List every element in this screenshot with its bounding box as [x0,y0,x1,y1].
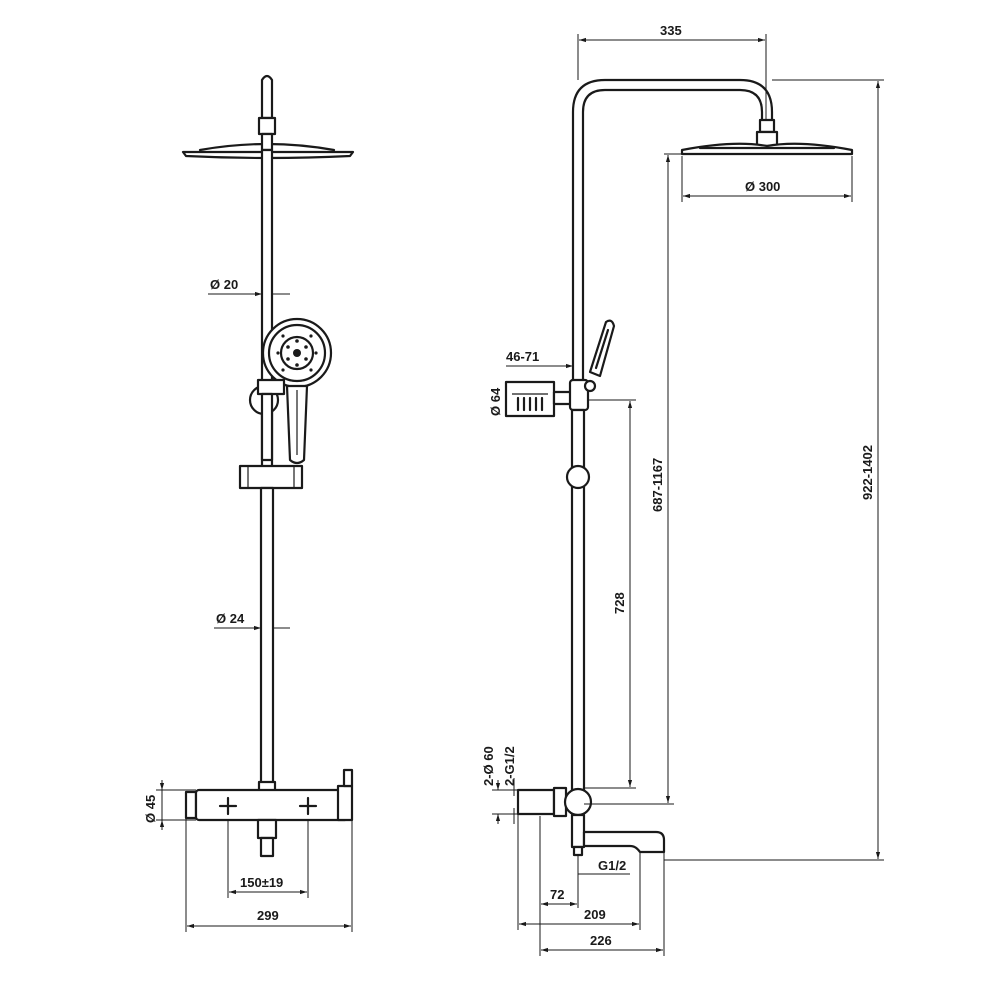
side-bar [565,408,591,792]
label-bar-upper-diameter: Ø 20 [210,277,238,292]
mixer-body [184,768,354,858]
label-outlet-thread: G1/2 [598,858,626,873]
label-bar-lower-diameter: Ø 24 [216,611,245,626]
label-head-diameter: Ø 300 [745,179,780,194]
overhead-shower-head [181,74,355,160]
label-mixer-width: 299 [257,908,279,923]
side-holder [504,378,597,418]
side-mixer [516,786,666,857]
slide-clamp [238,464,304,490]
side-dimensions: 335 Ø 300 46-71 Ø 64 922-1402 687-1167 [481,23,884,956]
label-inlet-thread: 2-G1/2 [502,746,517,786]
side-view: 335 Ø 300 46-71 Ø 64 922-1402 687-1167 [481,23,884,956]
holder-grip [516,396,544,412]
label-holder-diameter: Ø 64 [488,387,503,416]
label-holder-adjust: 46-71 [506,349,539,364]
label-mixer-diameter: Ø 45 [143,795,158,823]
front-view: Ø 20 Ø 24 Ø 45 150±19 299 [143,74,355,932]
label-bar-length: 728 [612,592,627,614]
label-depth-outer: 226 [590,933,612,948]
hand-shower [261,317,333,465]
label-spout-offset: 72 [550,887,564,902]
label-inlet-flange: 2-Ø 60 [481,746,496,786]
overhead-arm [571,78,854,382]
front-dimensions: Ø 20 Ø 24 Ø 45 150±19 299 [143,277,353,932]
label-slide-height: 687-1167 [650,458,665,512]
label-head-height: 922-1402 [860,445,875,500]
label-arm-reach: 335 [660,23,682,38]
lower-bar [257,486,277,794]
label-depth-inner: 209 [584,907,606,922]
side-hand-shower [588,319,616,378]
hand-shower-holder [248,378,286,462]
label-inlet-spacing: 150±19 [240,875,283,890]
